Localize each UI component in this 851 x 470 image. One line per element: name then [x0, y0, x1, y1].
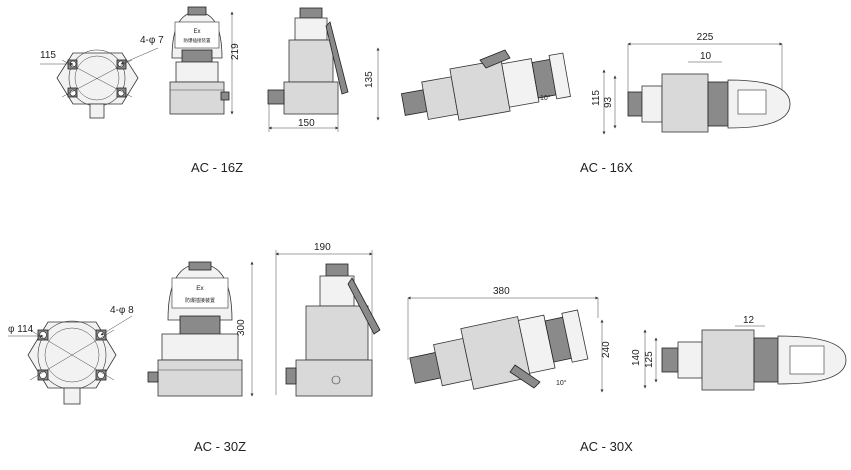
caption-ac16z: AC - 16Z [191, 160, 243, 175]
ac30x-outer-label: 140 [631, 349, 642, 366]
ac16z-holes-label: 4-φ 7 [140, 35, 164, 46]
ac16z-nameplate-text: 防爆插接装置 [184, 37, 211, 44]
ac16z-flange-dia-label: 115 [40, 50, 56, 61]
ac16z-flange-view: 115 4-φ 7 [40, 35, 164, 119]
ac16x-right-view: 225 10 115 93 [591, 32, 791, 135]
ac30z-nameplate-mark: Ex [196, 285, 204, 292]
ac30z-side-view: 190 [275, 242, 381, 397]
caption-ac16x: AC - 16X [580, 160, 633, 175]
ac16x-inner-label: 93 [603, 96, 614, 108]
ac16x-outer-label: 115 [591, 90, 602, 106]
caption-ac30z: AC - 30Z [194, 439, 246, 454]
ac16z-height-label: 219 [230, 43, 241, 60]
ac30z-side-width-label: 190 [314, 242, 331, 253]
ac16x-length-label: 225 [697, 32, 714, 43]
ac30z-flange-dia-label: φ 114 [8, 324, 34, 335]
ac16z-side-width-label: 150 [298, 118, 315, 129]
caption-ac30x: AC - 30X [580, 439, 633, 454]
ac30x-right-view: 12 140 125 [631, 315, 847, 391]
ac30x-inner-label: 125 [644, 351, 655, 368]
ac30x-angle-label: 10° [556, 379, 567, 387]
ac30z-flange-view: φ 114 4-φ 8 [8, 305, 134, 405]
ac30z-front-view: Ex 防爆插接装置 300 [147, 261, 254, 397]
ac16x-angle-label: 10° [540, 94, 551, 102]
ac30x-angled-view: 380 240 10° [407, 286, 612, 393]
ac30z-nameplate-text: 防爆插接装置 [185, 297, 215, 304]
ac16x-side-height-label: 135 [364, 71, 375, 88]
ac30x-gap-label: 12 [743, 315, 755, 326]
ac16x-gap-label: 10 [700, 51, 712, 62]
ac16x-angled-view: 135 10° [364, 47, 571, 121]
ac30x-length-label: 380 [493, 286, 510, 297]
ac16z-nameplate-mark: Ex [193, 29, 200, 35]
ac30z-holes-label: 4-φ 8 [110, 305, 134, 316]
ac30z-height-label: 300 [236, 319, 247, 336]
ac16z-front-view: Ex 防爆插接装置 219 [169, 6, 241, 115]
ac30x-height-label: 240 [601, 341, 612, 358]
ac16z-side-view: 150 [267, 7, 349, 132]
